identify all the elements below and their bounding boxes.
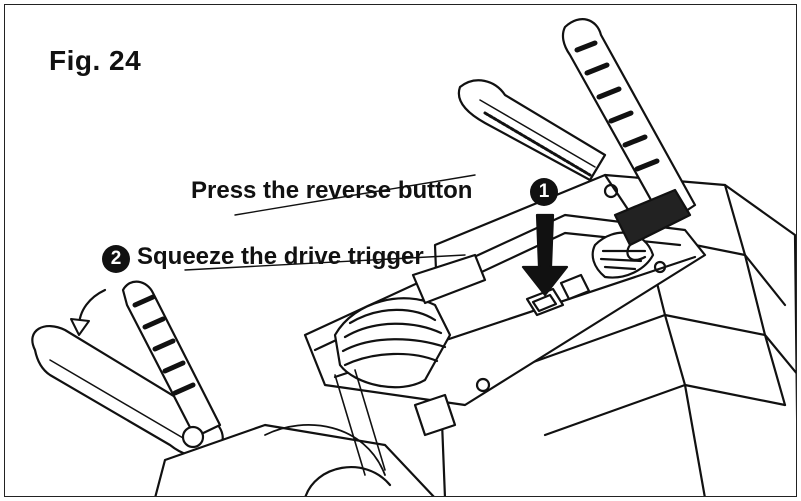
right-handle — [561, 18, 697, 261]
leader-line — [184, 254, 466, 271]
left-handle — [31, 280, 224, 458]
reverse-button — [525, 273, 591, 317]
figure-title: Fig. 24 — [49, 45, 142, 76]
figure-frame: Fig. 24 Press the reverse button 1 2 Squ… — [4, 4, 797, 497]
callout-2-text: Squeeze the drive trigger — [137, 243, 424, 270]
callout-1-badge: 1 — [530, 178, 558, 206]
callout-2-badge: 2 — [102, 245, 130, 273]
down-arrow-icon — [521, 213, 569, 297]
curved-arrow-icon — [70, 288, 107, 336]
machine-illustration — [31, 18, 796, 496]
leader-line — [234, 174, 476, 216]
callout-1-text: Press the reverse button — [191, 177, 473, 204]
back-handlebar — [457, 79, 607, 182]
lower-chassis — [154, 369, 457, 496]
drive-trigger — [333, 253, 487, 389]
